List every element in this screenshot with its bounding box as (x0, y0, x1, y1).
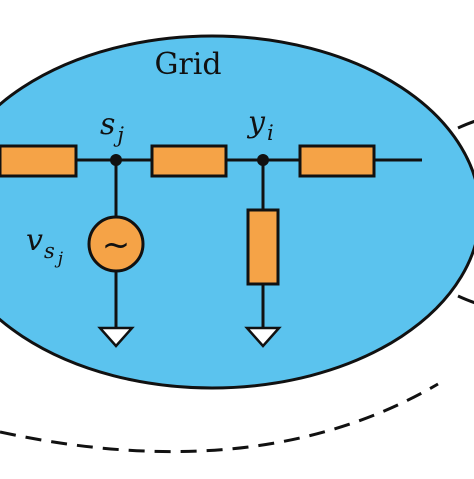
node-y-label: yi (246, 105, 274, 145)
ground-symbol-left (97, 326, 135, 348)
dashed-boundary (0, 382, 439, 454)
outer-boundary-arc (457, 119, 474, 130)
voltage-source-symbol: ~ (102, 225, 131, 265)
outer-boundary-arc-lower (457, 294, 474, 305)
line-resistor-middle (150, 144, 228, 178)
node-y-dot (257, 154, 269, 166)
line-resistor-left (0, 144, 78, 178)
ground-symbol-right (244, 326, 282, 348)
node-s-label: sj (100, 107, 124, 147)
shunt-resistor (246, 208, 280, 286)
line-resistor-right (298, 144, 376, 178)
grid-region (0, 34, 474, 390)
grid-label: Grid (154, 47, 221, 82)
node-s-dot (110, 154, 122, 166)
